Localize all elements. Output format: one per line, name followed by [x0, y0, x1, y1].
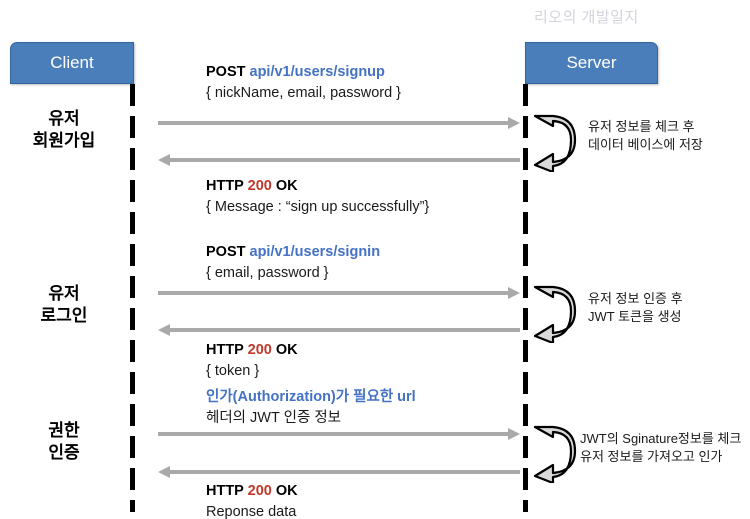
self-loop-arrow-signin — [531, 281, 583, 343]
arrow-authorization-response — [158, 466, 520, 478]
arrow-signup-request — [158, 117, 520, 129]
watermark-text: 리오의 개발일지 — [534, 9, 639, 26]
authorization-response-title: HTTP 200 OK — [206, 481, 298, 502]
arrow-shaft — [158, 121, 509, 125]
server-note-signup-line2: 데이터 베이스에 저장 — [588, 137, 703, 153]
phase-label-signup-line2: 회원가입 — [32, 130, 96, 150]
arrow-head — [158, 324, 170, 336]
arrow-shaft — [158, 432, 509, 436]
lifeline-server — [523, 84, 528, 512]
authorization-response-body: Reponse data — [206, 503, 297, 519]
signin-request-title: POST api/v1/users/signin — [206, 242, 380, 263]
server-note-authorization: JWT의 Sginature정보를 체크 유저 정보를 가져오고 인가 — [580, 430, 741, 466]
authorization-response-protocol: HTTP — [206, 483, 244, 499]
signup-response-protocol: HTTP — [206, 178, 244, 194]
signin-endpoint: api/v1/users/signin — [249, 244, 381, 260]
message-text-signin-request: POST api/v1/users/signin { email, passwo… — [206, 242, 380, 283]
message-text-signup-response: HTTP 200 OK { Message : “sign up success… — [206, 176, 429, 217]
self-loop-arrow-authorization — [531, 421, 583, 483]
actor-label-client: Client — [50, 53, 94, 72]
signin-response-body: { token } — [206, 362, 260, 379]
signin-response-status: 200 — [247, 342, 272, 358]
phase-label-authorization-line2: 인증 — [48, 442, 80, 462]
message-text-authorization-response: HTTP 200 OK Reponse data — [206, 481, 298, 519]
arrow-shaft — [169, 158, 520, 162]
lifeline-client — [130, 84, 135, 512]
phase-label-authorization: 권한 인증 — [0, 420, 128, 464]
phase-label-signup: 유저 회원가입 — [0, 108, 128, 152]
server-note-signin: 유저 정보 인증 후 JWT 토큰을 생성 — [588, 290, 683, 326]
arrow-shaft — [169, 470, 520, 474]
arrow-head — [158, 154, 170, 166]
server-note-signup: 유저 정보를 체크 후 데이터 베이스에 저장 — [588, 118, 703, 154]
message-text-authorization-request: 인가(Authorization)가 필요한 url 헤더의 JWT 인증 정보 — [206, 387, 416, 428]
authorization-request-title: 인가(Authorization)가 필요한 url — [206, 389, 416, 405]
server-note-signin-line2: JWT 토큰을 생성 — [588, 309, 682, 325]
arrow-head — [508, 117, 520, 129]
server-note-signin-line1: 유저 정보 인증 후 — [588, 291, 683, 306]
arrow-head — [158, 466, 170, 478]
phase-label-signup-line1: 유저 — [48, 109, 80, 128]
signin-response-protocol: HTTP — [206, 342, 244, 358]
signin-response-status-text: OK — [275, 342, 298, 358]
phase-label-signin-line1: 유저 — [48, 284, 80, 303]
authorization-response-status-text: OK — [275, 483, 298, 499]
signup-method: POST — [206, 64, 246, 80]
signup-response-status-text: OK — [275, 178, 298, 194]
signin-method: POST — [206, 244, 246, 260]
signin-response-title: HTTP 200 OK — [206, 340, 298, 361]
signup-endpoint: api/v1/users/signup — [249, 64, 385, 80]
phase-label-authorization-line1: 권한 — [48, 421, 80, 440]
arrow-shaft — [169, 328, 520, 332]
actor-label-server: Server — [566, 53, 617, 72]
actor-box-client: Client — [10, 42, 134, 84]
phase-label-signin: 유저 로그인 — [0, 283, 128, 327]
signup-response-status: 200 — [247, 178, 272, 194]
arrow-authorization-request — [158, 428, 520, 440]
arrow-shaft — [158, 291, 509, 295]
server-note-authorization-line2: 유저 정보를 가져오고 인가 — [580, 449, 723, 465]
phase-label-signin-line2: 로그인 — [40, 305, 88, 325]
signup-request-body: { nickName, email, password } — [206, 84, 402, 101]
signup-response-body: { Message : “sign up successfully”} — [206, 198, 430, 215]
message-text-signup-request: POST api/v1/users/signup { nickName, ema… — [206, 62, 401, 103]
self-loop-arrow-signup — [531, 110, 583, 172]
authorization-request-body: 헤더의 JWT 인증 정보 — [206, 409, 341, 426]
arrow-signup-response — [158, 154, 520, 166]
actor-box-server: Server — [525, 42, 658, 84]
arrow-signin-response — [158, 324, 520, 336]
signup-response-title: HTTP 200 OK — [206, 176, 429, 197]
signin-request-body: { email, password } — [206, 264, 329, 281]
arrow-head — [508, 428, 520, 440]
signup-request-title: POST api/v1/users/signup — [206, 62, 401, 83]
authorization-response-status: 200 — [247, 483, 272, 499]
server-note-signup-line1: 유저 정보를 체크 후 — [588, 119, 695, 134]
arrow-signin-request — [158, 287, 520, 299]
message-text-signin-response: HTTP 200 OK { token } — [206, 340, 298, 381]
server-note-authorization-line1: JWT의 Sginature정보를 체크 — [580, 431, 742, 446]
arrow-head — [508, 287, 520, 299]
